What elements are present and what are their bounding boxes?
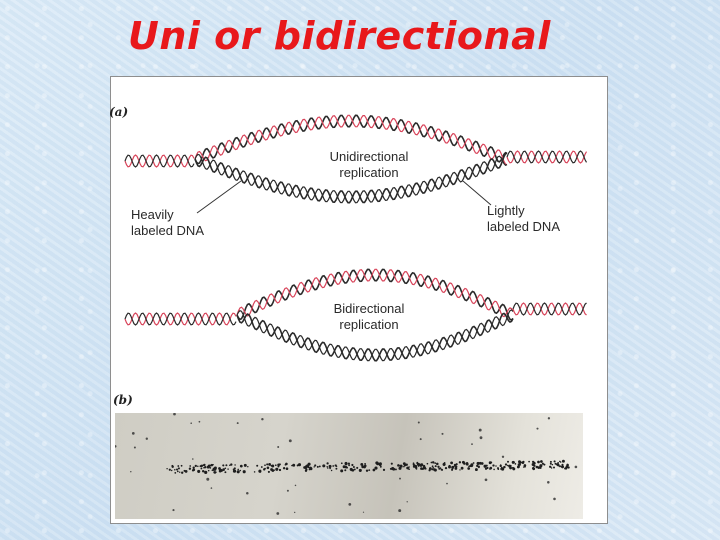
dna-strand xyxy=(506,150,588,164)
panel-a-label: (a) xyxy=(109,105,129,119)
lightly-labeled-dna-label: Lightly labeled DNA xyxy=(487,203,560,235)
bidirectional-line2: replication xyxy=(339,317,399,332)
unidirectional-bottom-strand xyxy=(194,152,508,204)
dna-strand xyxy=(236,309,514,362)
dna-strand xyxy=(194,114,508,166)
dna-strand xyxy=(124,312,237,326)
silver-grains xyxy=(115,413,578,515)
bidirectional-right-duplex xyxy=(512,302,587,316)
replication-figure: (a) (b) Unidirectional replication Heavi… xyxy=(109,76,608,524)
bidirectional-top-strand xyxy=(236,268,514,321)
autoradiograph-grains xyxy=(115,413,578,515)
dna-strand xyxy=(236,268,514,318)
dna-strand xyxy=(124,312,237,326)
heavily-labeled-dna-label: Heavily labeled DNA xyxy=(131,207,204,239)
dna-strand xyxy=(512,302,587,316)
unidirectional-line1: Unidirectional xyxy=(329,149,409,164)
unidirectional-top-strand xyxy=(194,114,508,166)
heavily-labeled-leader xyxy=(196,180,242,214)
bidirectional-label: Bidirectional replication xyxy=(307,301,431,333)
dna-strand xyxy=(236,268,514,321)
unidirectional-right-duplex xyxy=(506,150,588,164)
slide-title: Uni or bidirectional xyxy=(128,14,551,58)
dna-strand xyxy=(124,154,195,168)
unidirectional-label: Unidirectional replication xyxy=(305,149,433,181)
bidirectional-line1: Bidirectional xyxy=(333,301,405,316)
lightly-labeled-leader xyxy=(462,180,492,206)
dna-strand xyxy=(194,153,508,204)
dna-strand xyxy=(194,152,508,204)
dna-strand xyxy=(124,154,195,168)
heavily-line2: labeled DNA xyxy=(131,223,204,238)
lightly-line2: labeled DNA xyxy=(487,219,560,234)
dna-strand xyxy=(512,302,587,316)
dna-diagram xyxy=(124,114,588,362)
dna-strand xyxy=(194,114,508,165)
heavily-line1: Heavily xyxy=(131,207,174,222)
lightly-line1: Lightly xyxy=(487,203,525,218)
bidirectional-left-duplex xyxy=(124,312,237,326)
unidirectional-line2: replication xyxy=(339,165,399,180)
bidirectional-bottom-strand xyxy=(236,309,514,362)
dna-strand xyxy=(506,150,588,164)
panel-b-label: (b) xyxy=(113,393,133,407)
unidirectional-left-duplex xyxy=(124,154,195,168)
dna-strand xyxy=(236,312,514,362)
autoradiograph-micrograph xyxy=(115,413,583,519)
